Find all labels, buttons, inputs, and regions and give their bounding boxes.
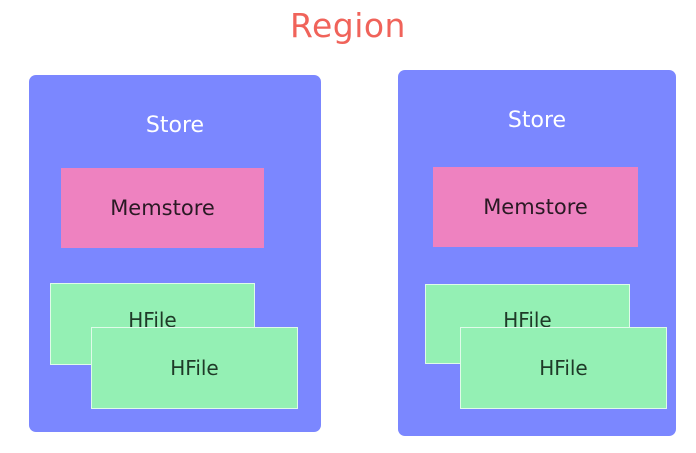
memstore-label: Memstore <box>110 196 215 220</box>
store-box-1: Store Memstore HFile HFile <box>29 75 321 432</box>
region-title: Region <box>290 6 406 45</box>
memstore-label: Memstore <box>483 195 588 219</box>
store-box-2: Store Memstore HFile HFile <box>398 70 676 436</box>
hfile-box-front: HFile <box>91 327 298 409</box>
memstore-box: Memstore <box>433 167 638 247</box>
hfile-label: HFile <box>539 356 588 380</box>
hfile-box-front: HFile <box>460 327 667 409</box>
store-label: Store <box>145 113 205 138</box>
store-label: Store <box>507 108 567 133</box>
hfile-label: HFile <box>170 356 219 380</box>
memstore-box: Memstore <box>61 168 264 248</box>
